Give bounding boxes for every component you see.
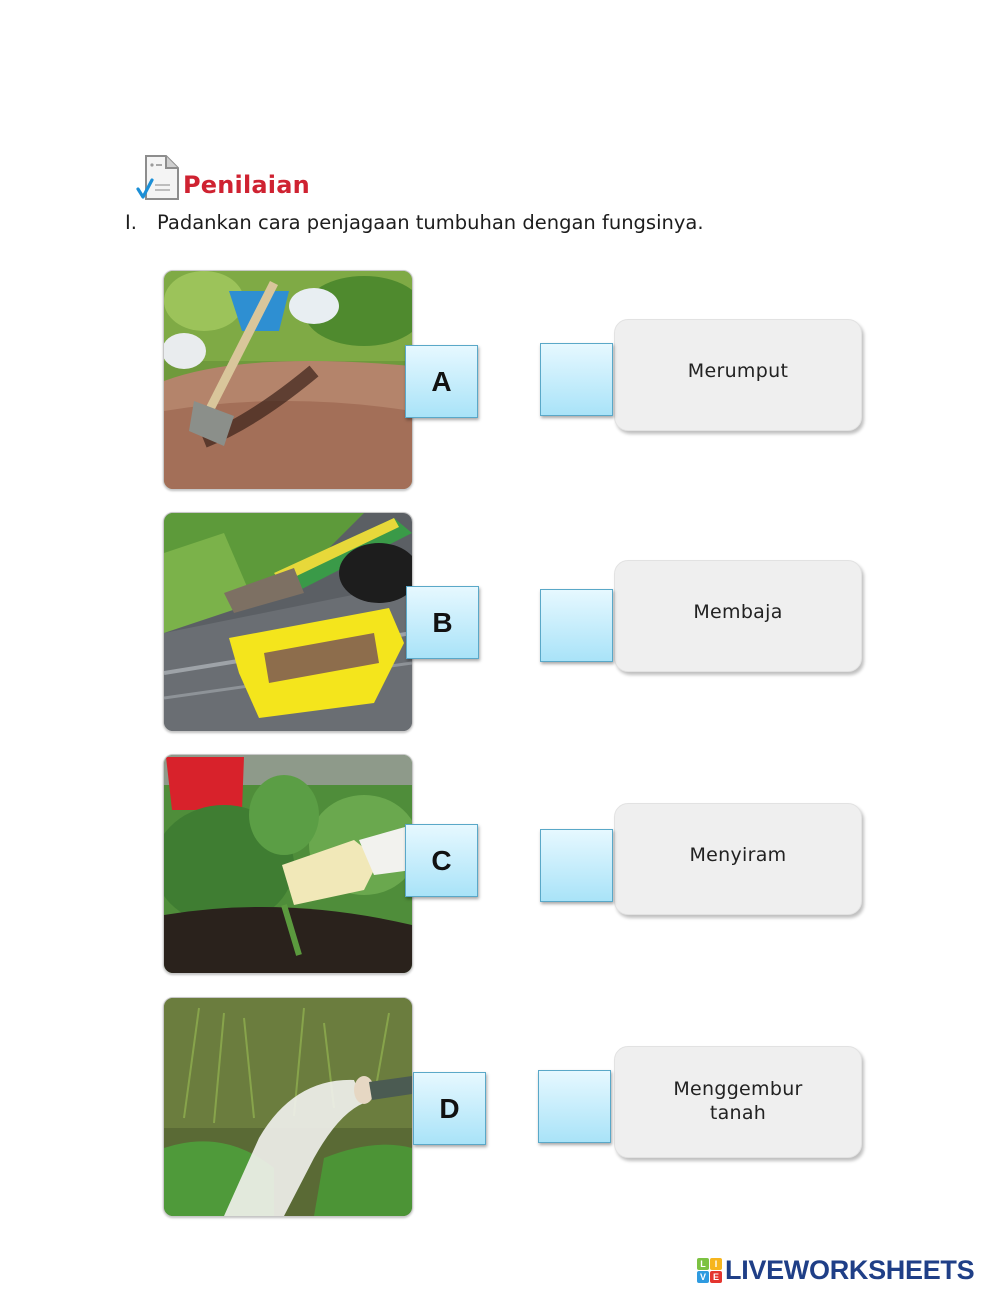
answer-box-2[interactable] [540, 589, 613, 662]
live-tiles-icon: L I V E [697, 1257, 722, 1283]
fertilizer-tray-photo [163, 512, 413, 732]
question-instruction: I. Padankan cara penjagaan tumbuhan denga… [125, 211, 704, 234]
watering-can-spray-photo [163, 997, 413, 1217]
item-label-d: D [413, 1072, 486, 1145]
logo-tile: E [710, 1270, 722, 1283]
option-card-merumput: Merumput [614, 319, 862, 431]
option-text: Merumput [687, 360, 789, 382]
question-number: I. [125, 211, 137, 234]
section-title: Penilaian [183, 171, 310, 199]
logo-text: LIVEWORKSHEETS [725, 1254, 975, 1285]
assessment-checklist-icon [136, 153, 182, 203]
option-text: Menyiram [689, 844, 787, 866]
option-card-menggembur-tanah: Menggembur tanah [614, 1046, 862, 1158]
item-label-c: C [405, 824, 478, 897]
option-text: Menggembur tanah [673, 1078, 803, 1124]
answer-box-4[interactable] [538, 1070, 611, 1143]
answer-box-1[interactable] [540, 343, 613, 416]
hoe-digging-soil-photo [163, 270, 413, 490]
answer-box-3[interactable] [540, 829, 613, 902]
liveworksheets-logo[interactable]: L I V E LIVEWORKSHEETS [697, 1254, 975, 1285]
item-label-a: A [405, 345, 478, 418]
item-label-b: B [406, 586, 479, 659]
logo-tile: I [710, 1257, 722, 1270]
option-text: Membaja [693, 601, 783, 623]
logo-tile: V [697, 1270, 709, 1283]
option-card-membaja: Membaja [614, 560, 862, 672]
logo-tile: L [697, 1257, 709, 1270]
gloved-hand-weeding-photo [163, 754, 413, 974]
option-card-menyiram: Menyiram [614, 803, 862, 915]
question-text: Padankan cara penjagaan tumbuhan dengan … [157, 211, 704, 234]
